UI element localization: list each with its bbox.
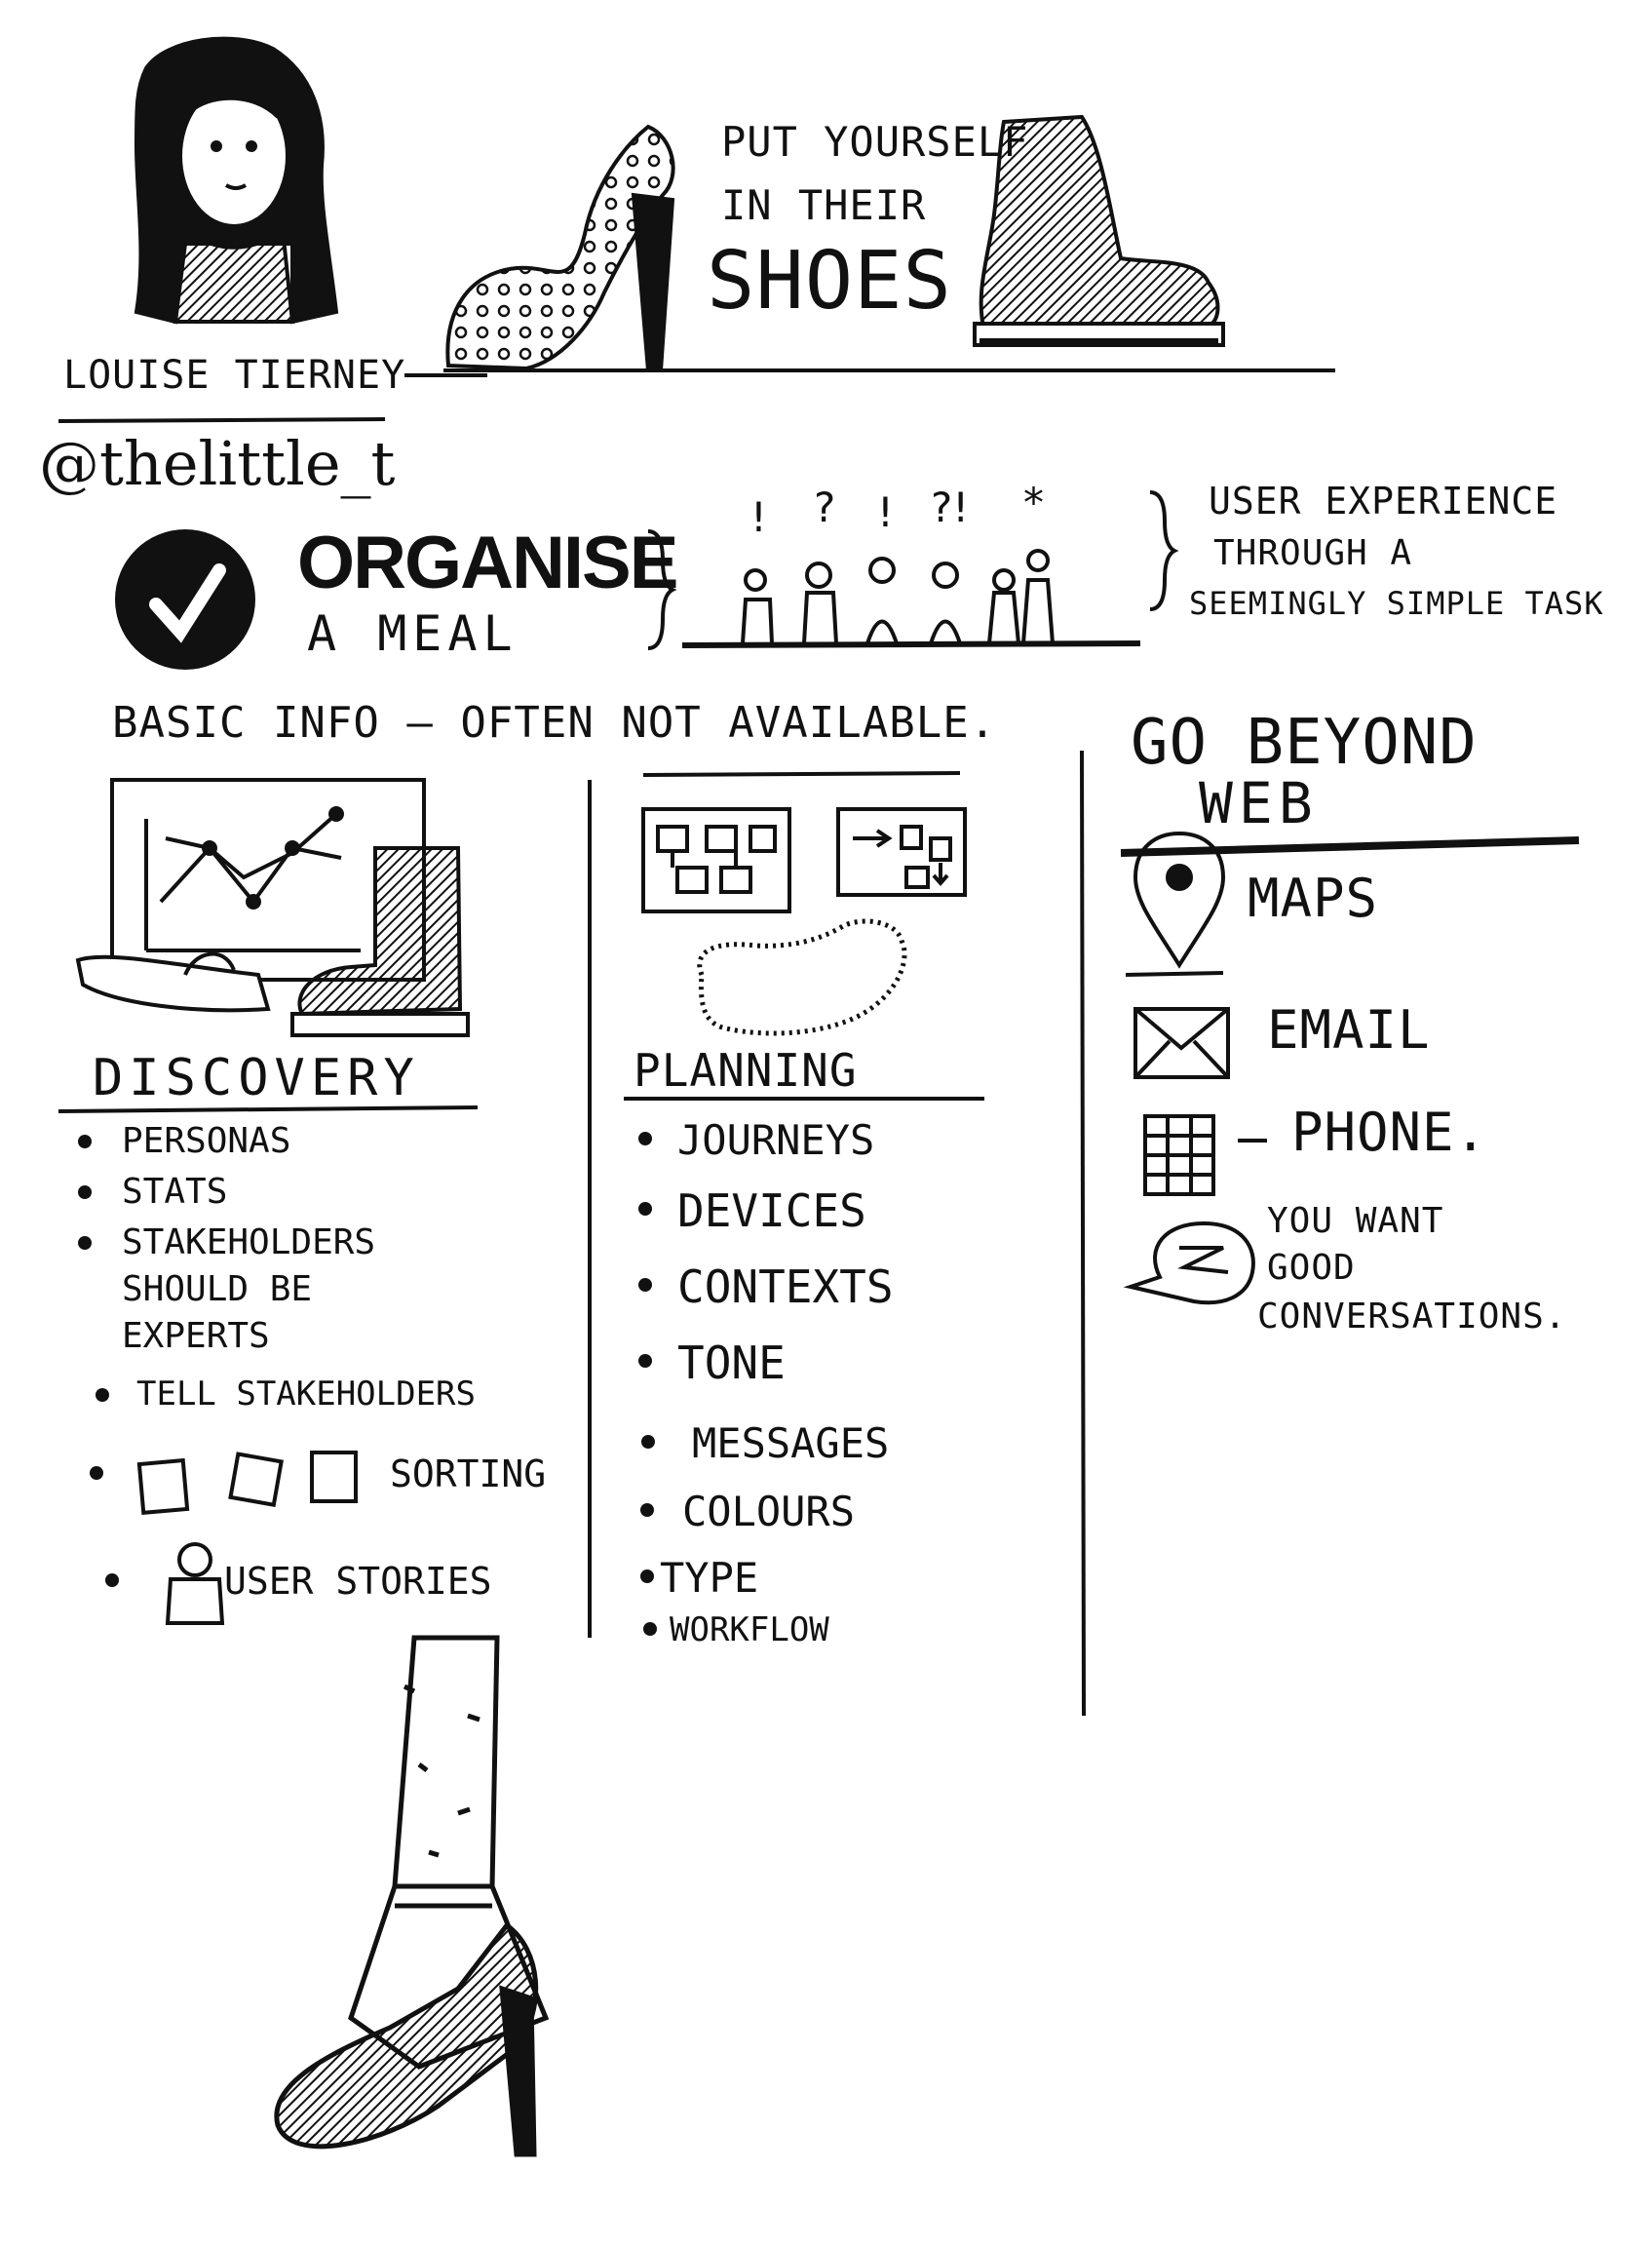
title-line-3: shoes [707,235,952,328]
list-item: Colours [638,1488,894,1554]
task-title-line-2: a meal [307,605,519,662]
discovery-list: Personas Stats Stakeholders should be ex… [78,1121,546,1618]
conversation-line-2: good [1267,1248,1356,1288]
email-label: Email [1267,999,1431,1061]
list-item: Tone [638,1337,894,1419]
boot-icon [973,114,1225,347]
task-title-line-1: Organise [297,522,678,604]
wireframe-icon [641,807,791,913]
beyond-heading-line-2: web [1199,770,1319,836]
footprint-icon [697,918,907,1036]
map-pin-icon [1133,831,1226,969]
speech-bubble-icon [1123,1220,1255,1305]
list-item: Journeys [638,1116,894,1184]
card-sort-icon [136,1451,358,1515]
conversation-line-1: You want [1267,1201,1444,1241]
list-item: Personas [78,1121,546,1172]
beyond-heading-line-1: Go beyond [1131,707,1478,779]
people-crowd-icon [681,549,1141,648]
task-note-line-3: seemingly simple task [1189,585,1604,622]
title-line-1: Put yourself [721,118,1029,166]
list-item: Stakeholders [78,1222,546,1269]
list-item: Type [638,1554,894,1610]
crowd-symbol-2: ? [814,484,836,531]
list-item: Devices [638,1184,894,1260]
portrait-drawing [134,36,339,325]
crowd-symbol-4: ?! [931,484,970,531]
conversation-line-3: conversations. [1257,1297,1567,1337]
list-item: Contexts [638,1260,894,1337]
task-note-line-2: through a [1213,533,1413,573]
twitter-handle[interactable]: @thelittle_t [39,428,396,499]
title-line-2: in their [721,181,927,229]
planning-list: Journeys Devices Contexts Tone Messages … [638,1116,894,1659]
list-item: experts [122,1316,270,1356]
list-item: should be [122,1269,313,1309]
leg-with-heel-icon [274,1635,550,2157]
welly-boot-icon [290,846,470,1037]
user-icon [165,1542,225,1625]
list-item: Stats [78,1172,546,1222]
list-item: sorting [78,1453,546,1560]
envelope-icon [1133,1007,1230,1079]
flow-diagram-icon [836,807,967,897]
sandal-icon [75,951,271,1013]
list-item: Messages [638,1419,894,1488]
discovery-heading: Discovery [93,1049,420,1107]
crowd-symbol-3: ! [877,488,894,536]
polka-dot-heel-icon [445,124,675,372]
phone-keypad-icon [1143,1114,1215,1196]
planning-heading: Planning [634,1044,858,1097]
list-item: Tell stakeholders [78,1375,546,1453]
phone-label: Phone. [1291,1102,1488,1163]
maps-label: Maps [1248,868,1379,929]
task-note-line-1: User experience [1209,480,1558,523]
list-item: User stories [78,1560,546,1618]
basic-info-note: Basic info — often not available. [112,698,997,748]
list-item: Workflow [638,1610,894,1659]
author-name: Louise Tierney [63,353,406,398]
crowd-symbol-1: ! [750,493,767,541]
checkmark-badge-icon [115,529,255,670]
crowd-symbol-5: * [1023,479,1044,526]
